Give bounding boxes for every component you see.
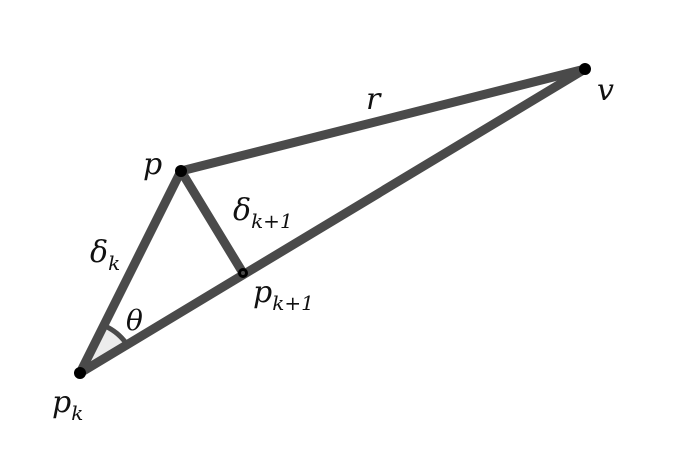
label-delta-k1: δk+1 [233, 193, 293, 233]
edge-p-to-pk1 [176, 166, 248, 278]
edge-p-to-v [176, 64, 590, 176]
label-p: p [143, 147, 162, 182]
label-delta-k1-base: δ [233, 193, 251, 228]
label-pk1-base: p [253, 275, 272, 310]
vertex-v [579, 63, 591, 75]
edge-pk-to-p [75, 166, 186, 378]
label-theta: θ [126, 304, 143, 337]
label-pk1-sub: k+1 [272, 291, 314, 315]
label-pk1: pk+1 [253, 275, 314, 315]
label-delta-k-base: δ [90, 235, 108, 270]
label-delta-k: δk [90, 235, 120, 275]
vertex-pk1-center [241, 271, 245, 275]
edge-pk-to-v [75, 64, 590, 378]
label-v: v [597, 73, 614, 108]
vertex-pk [74, 367, 86, 379]
label-r: r [366, 82, 382, 117]
label-pk: pk [52, 385, 83, 425]
label-delta-k1-sub: k+1 [251, 209, 293, 233]
label-delta-k-sub: k [108, 251, 120, 275]
label-pk-base: p [52, 385, 71, 420]
vertex-p [175, 165, 187, 177]
label-pk-sub: k [71, 401, 83, 425]
